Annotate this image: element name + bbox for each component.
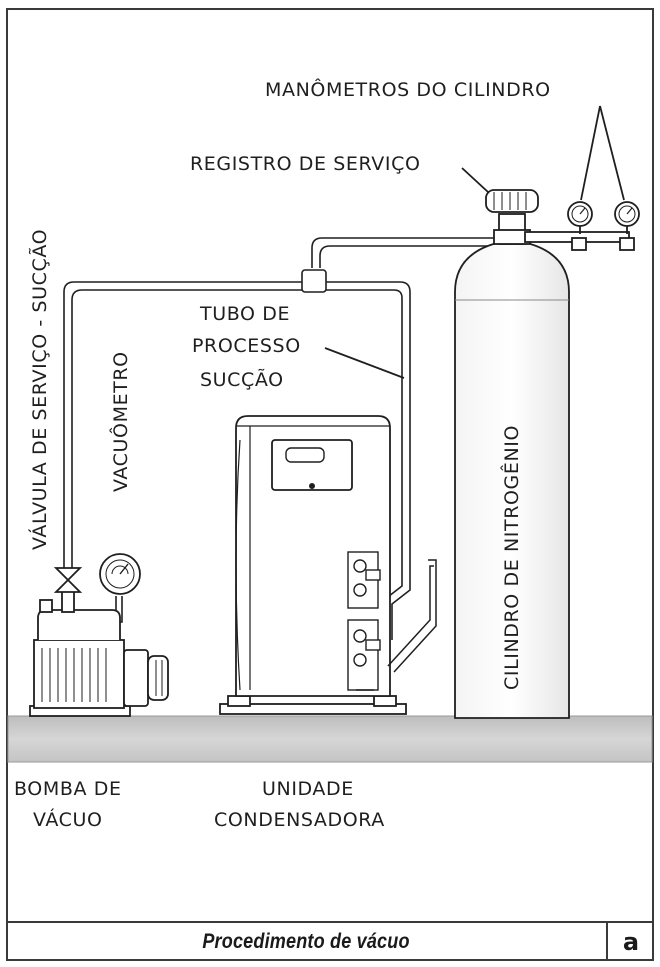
- label-vacuometro: VACUÔMETRO: [108, 351, 132, 492]
- vacuum-pump: [29, 587, 169, 717]
- ground-floor: [7, 715, 653, 763]
- vacuum-procedure-diagram: MANÔMETROS DO CILINDRO REGISTRO DE SERVI…: [7, 77, 653, 831]
- label-bomba-1: BOMBA DE: [14, 778, 122, 800]
- tee-connector: [301, 269, 327, 293]
- label-tubo-2: PROCESSO: [192, 335, 301, 357]
- label-valvula: VÁLVULA DE SERVIÇO - SUCÇÃO: [28, 229, 51, 550]
- cylinder-gauge-left: [567, 201, 593, 234]
- nitrogen-cylinder: [454, 189, 640, 719]
- service-register-knob: [485, 189, 539, 213]
- vacuometer-gauge: [99, 553, 141, 595]
- service-valves-unit: [347, 551, 381, 691]
- caption-title: Procedimento de vácuo: [202, 930, 410, 953]
- label-bomba-2: VÁCUO: [33, 808, 103, 831]
- figure-badge: a: [606, 923, 654, 961]
- label-tubo-1: TUBO DE: [199, 303, 290, 325]
- label-manometros: MANÔMETROS DO CILINDRO: [265, 77, 551, 101]
- condensing-unit: [219, 415, 437, 715]
- label-cilindro: CILINDRO DE NITROGÊNIO: [500, 425, 523, 690]
- cylinder-gauge-right: [614, 201, 640, 234]
- label-registro: REGISTRO DE SERVIÇO: [190, 153, 421, 175]
- service-valve-suction: [53, 567, 83, 593]
- label-tubo-3: SUCÇÃO: [200, 368, 284, 391]
- caption-bar: Procedimento de vácuo a: [6, 921, 654, 961]
- label-unidade-1: UNIDADE: [262, 778, 354, 800]
- leader-lines: [324, 105, 625, 379]
- label-unidade-2: CONDENSADORA: [214, 809, 385, 831]
